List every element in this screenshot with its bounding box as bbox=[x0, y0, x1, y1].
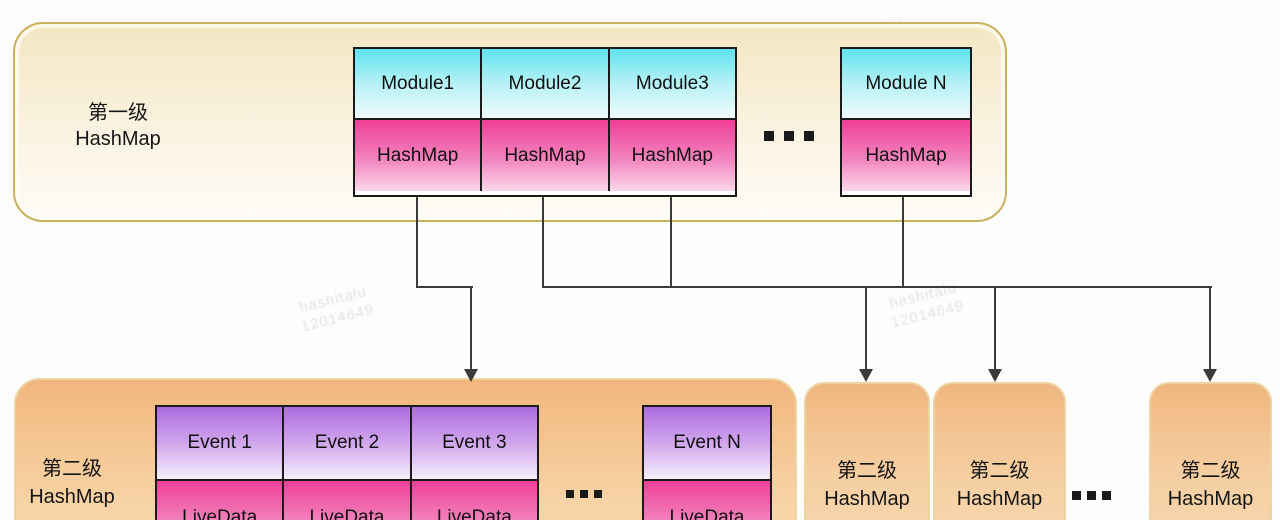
connector-module2-drop bbox=[542, 192, 544, 288]
side-box-label-line2: HashMap bbox=[956, 488, 1043, 510]
arrow-into-side-box-2-icon bbox=[988, 369, 1002, 382]
module-cell: Module3 bbox=[607, 49, 735, 120]
watermark-text: hashitalu bbox=[887, 279, 959, 313]
module-cell: Module N bbox=[842, 49, 970, 120]
level2-main-label-line1: 第二级 bbox=[42, 458, 102, 480]
level2-side-box-2: 第二级 HashMap bbox=[933, 382, 1066, 520]
watermark-number: 12014649 bbox=[299, 300, 376, 336]
table-row: LiveData bbox=[644, 481, 770, 520]
modules-table: Module1 Module2 Module3 HashMap HashMap … bbox=[353, 47, 737, 197]
level1-label-line1: 第一级 bbox=[88, 102, 148, 124]
connector-module1-to-level2-main bbox=[470, 286, 472, 370]
level2-side-box-3-label: 第二级 HashMap bbox=[1151, 457, 1270, 513]
connector-module1-drop bbox=[416, 192, 418, 288]
livedata-cell: LiveData bbox=[157, 481, 283, 520]
connector-to-side-box-1 bbox=[865, 286, 867, 370]
connector-module1-jog bbox=[416, 286, 473, 288]
connector-to-side-box-3 bbox=[1209, 286, 1211, 370]
side-box-label-line1: 第二级 bbox=[1180, 460, 1241, 482]
hashmap-cell: HashMap bbox=[607, 120, 735, 191]
event-n-table: Event N LiveData bbox=[642, 405, 772, 520]
dot bbox=[1072, 491, 1081, 500]
hashmap-cell: HashMap bbox=[480, 120, 608, 191]
watermark: hashitalu 12014649 bbox=[295, 282, 377, 337]
livedata-cell: LiveData bbox=[644, 481, 770, 520]
table-row: HashMap bbox=[842, 120, 970, 191]
watermark-text: hashitalu bbox=[297, 283, 369, 317]
event-cell: Event 1 bbox=[157, 407, 283, 481]
table-row: Event N bbox=[644, 407, 770, 481]
arrow-into-side-box-3-icon bbox=[1203, 369, 1217, 382]
dot bbox=[804, 131, 814, 141]
level2-side-box-1: 第二级 HashMap bbox=[804, 382, 930, 520]
level1-label-line2: HashMap bbox=[75, 128, 161, 150]
dot bbox=[594, 490, 602, 498]
event-cell: Event N bbox=[644, 407, 770, 481]
table-row: HashMap HashMap HashMap bbox=[355, 120, 735, 191]
dot bbox=[1102, 491, 1111, 500]
ellipsis-dots-level1 bbox=[764, 131, 814, 141]
table-row: Module N bbox=[842, 49, 970, 120]
level2-side-box-3: 第二级 HashMap bbox=[1149, 382, 1272, 520]
arrow-into-level2-main-icon bbox=[464, 369, 478, 382]
level2-side-box-2-label: 第二级 HashMap bbox=[935, 457, 1064, 513]
dot bbox=[764, 131, 774, 141]
level1-label: 第一级 HashMap bbox=[48, 100, 188, 152]
arrow-into-side-box-1-icon bbox=[859, 369, 873, 382]
table-row: Module1 Module2 Module3 bbox=[355, 49, 735, 120]
module-n-table: Module N HashMap bbox=[840, 47, 972, 197]
table-row: LiveData LiveData LiveData bbox=[157, 481, 537, 520]
connector-to-side-box-2 bbox=[994, 286, 996, 370]
livedata-cell: LiveData bbox=[409, 481, 537, 520]
livedata-cell: LiveData bbox=[282, 481, 410, 520]
module-cell: Module1 bbox=[355, 49, 481, 120]
side-box-label-line2: HashMap bbox=[824, 488, 910, 510]
dot bbox=[1087, 491, 1096, 500]
hashmap-cell: HashMap bbox=[355, 120, 481, 191]
dot bbox=[566, 490, 574, 498]
event-cell: Event 2 bbox=[282, 407, 410, 481]
side-box-label-line1: 第二级 bbox=[837, 460, 897, 482]
side-box-label-line2: HashMap bbox=[1167, 488, 1254, 510]
dot bbox=[784, 131, 794, 141]
event-cell: Event 3 bbox=[409, 407, 537, 481]
module-cell: Module2 bbox=[480, 49, 608, 120]
watermark-number: 12014649 bbox=[889, 296, 966, 332]
ellipsis-dots-level2-side bbox=[1072, 491, 1111, 500]
dot bbox=[580, 490, 588, 498]
level2-main-label: 第二级 HashMap bbox=[16, 455, 128, 511]
side-box-label-line1: 第二级 bbox=[969, 460, 1030, 482]
level2-side-box-1-label: 第二级 HashMap bbox=[806, 457, 928, 513]
connector-modulen-drop bbox=[902, 192, 904, 288]
connector-module3-drop bbox=[670, 192, 672, 288]
hashmap-cell: HashMap bbox=[842, 120, 970, 191]
table-row: Event 1 Event 2 Event 3 bbox=[157, 407, 537, 481]
events-table: Event 1 Event 2 Event 3 LiveData LiveDat… bbox=[155, 405, 539, 520]
level2-main-label-line2: HashMap bbox=[29, 486, 115, 508]
ellipsis-dots-level2-main bbox=[566, 490, 602, 498]
connector-bus-line bbox=[542, 286, 1212, 288]
